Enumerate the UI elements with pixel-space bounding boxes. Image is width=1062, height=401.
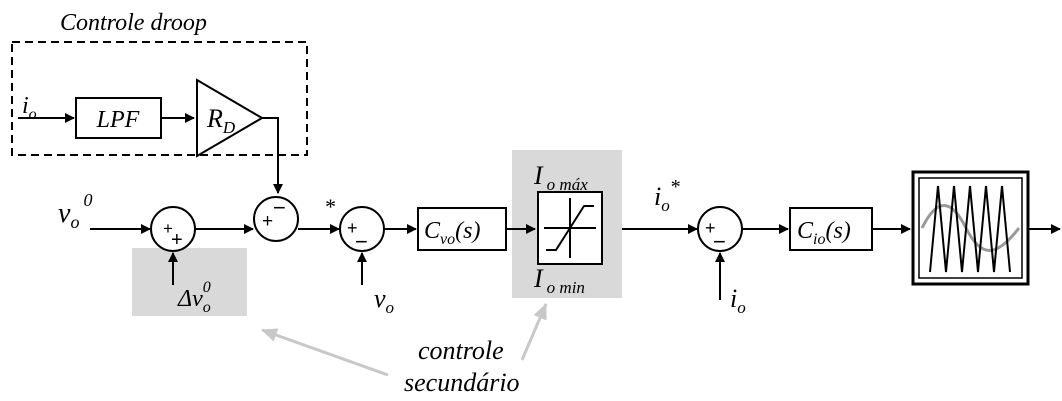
io-ref-label: io* [654,176,680,215]
summer-2-sign-b: − [273,195,286,220]
droop-frame [11,41,308,156]
annotation-arrow-right [520,303,548,361]
vo-star-label: * [324,194,335,219]
vo-meas-label: vo [374,284,394,317]
cvo-label: Cvo(s) [424,218,480,248]
summer-3-sign-b: − [355,229,368,254]
summer-1-sign-a: + [163,219,173,238]
lpf-block [75,97,162,139]
summer-1-sign-b: + [171,229,183,251]
droop-title: Controle droop [60,10,207,36]
cvo-block [417,207,507,251]
annotation-arrow-left [261,328,389,377]
sat-curve [546,205,594,251]
summer-2-sign-a: + [262,211,273,232]
lpf-label: LPF [96,107,140,133]
annotation-line2: secundário [404,368,520,397]
vo-ref-label: vo0 [58,190,92,232]
gain-block [196,78,264,158]
annotation-line1: controle [418,336,504,365]
io-meas-label: io [730,284,746,317]
gain-to-sum2-wire [262,117,283,194]
summer-3-sign-a: + [347,218,358,238]
cio-label: Cio(s) [797,218,851,248]
pwm-inner [918,177,1023,279]
pwm-carrier [929,185,1011,273]
droop-input-label: io [22,93,37,123]
summer-4-sign-a: + [705,218,716,238]
delta-label: Δvo0 [177,279,211,316]
gain-label: RD [206,104,236,137]
summer-2 [253,196,299,242]
summer-4-sign-b: − [713,229,726,254]
delta-highlight [132,248,247,316]
